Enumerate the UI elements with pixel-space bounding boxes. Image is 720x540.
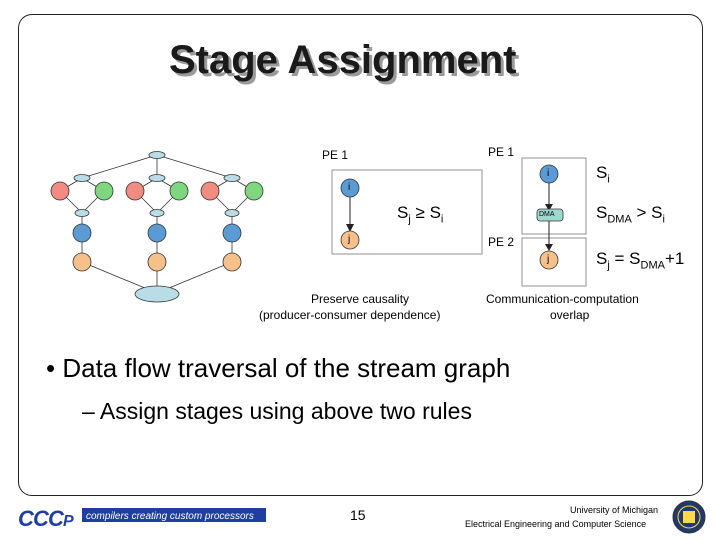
- graph-node-join: [224, 209, 240, 217]
- graph-node-split: [148, 174, 166, 182]
- bullet-level2: – Assign stages using above two rules: [82, 398, 472, 424]
- graph-node-split: [148, 151, 166, 159]
- rule2-caption-line1: Communication-computation: [486, 292, 639, 306]
- graph-node-red: [50, 181, 70, 201]
- rule2-node-j-label: j: [547, 254, 550, 265]
- rule2-eq-sj: Sj = SDMA+1: [596, 249, 685, 272]
- rule2-node-j: [539, 250, 559, 270]
- graph-node-peach: [222, 252, 242, 272]
- graph-node-blue: [147, 223, 167, 243]
- graph-node-peach: [72, 252, 92, 272]
- bullet-level1: • Data flow traversal of the stream grap…: [46, 353, 511, 383]
- rule2-pe2-label: PE 2: [488, 235, 515, 249]
- svg-text:C: C: [48, 506, 65, 531]
- slide-title: Stage Assignment: [169, 38, 517, 82]
- rule2-node-dma: [536, 208, 564, 222]
- footer-tagline: compilers creating custom processors: [86, 511, 254, 522]
- footer-university-line1: University of Michigan: [570, 505, 659, 515]
- university-seal-icon: [672, 500, 706, 534]
- svg-text:P: P: [63, 513, 74, 530]
- graph-node-blue: [222, 223, 242, 243]
- rule1-node-i-label: i: [348, 182, 351, 193]
- graph-node-red: [200, 181, 220, 201]
- rule1-pe-label: PE 1: [322, 148, 349, 162]
- rule1-node-j: [340, 230, 360, 250]
- page-number: 15: [350, 507, 366, 523]
- rule1-formula: Sj ≥ Si: [397, 203, 444, 226]
- graph-node-red: [125, 181, 145, 201]
- svg-text:C: C: [33, 506, 50, 531]
- slide-frame: [18, 14, 703, 496]
- stream-graph-diagram: [50, 151, 264, 303]
- footer-university-line2: Electrical Engineering and Computer Scie…: [465, 519, 647, 529]
- rule1-diagram: [331, 169, 483, 255]
- footer-logo: C C C P compilers creating custom proces…: [16, 502, 266, 532]
- rule2-pe1-label: PE 1: [488, 145, 515, 159]
- rule2-node-i: [539, 164, 559, 184]
- graph-node-join: [149, 209, 165, 217]
- svg-text:C: C: [18, 506, 35, 531]
- graph-node-green: [94, 181, 114, 201]
- rule2-eq-sdma: SDMA > Si: [596, 203, 665, 226]
- graph-node-peach: [147, 252, 167, 272]
- graph-node-blue: [72, 223, 92, 243]
- rule2-caption-line2: overlap: [550, 308, 590, 322]
- rule1-caption-line1: Preserve causality: [311, 292, 410, 306]
- rule2-diagram: [521, 157, 587, 287]
- graph-node-final-join: [134, 285, 180, 303]
- rule2-eq-si: Si: [596, 163, 610, 186]
- graph-node-green: [169, 181, 189, 201]
- rule1-node-j-label: j: [348, 234, 351, 245]
- rule1-caption-line2: (producer-consumer dependence): [259, 308, 441, 322]
- rule2-node-i-label: i: [547, 168, 550, 179]
- graph-node-split: [223, 174, 241, 182]
- graph-node-green: [244, 181, 264, 201]
- rule1-node-i: [340, 178, 360, 198]
- graph-node-join: [74, 209, 90, 217]
- graph-node-split: [73, 174, 91, 182]
- slide-title-shadow: Stage Assignment: [172, 41, 520, 85]
- cccp-logo-icon: C C C P compilers creating custom proces…: [16, 502, 266, 532]
- rule2-node-dma-label: DMA: [539, 211, 555, 218]
